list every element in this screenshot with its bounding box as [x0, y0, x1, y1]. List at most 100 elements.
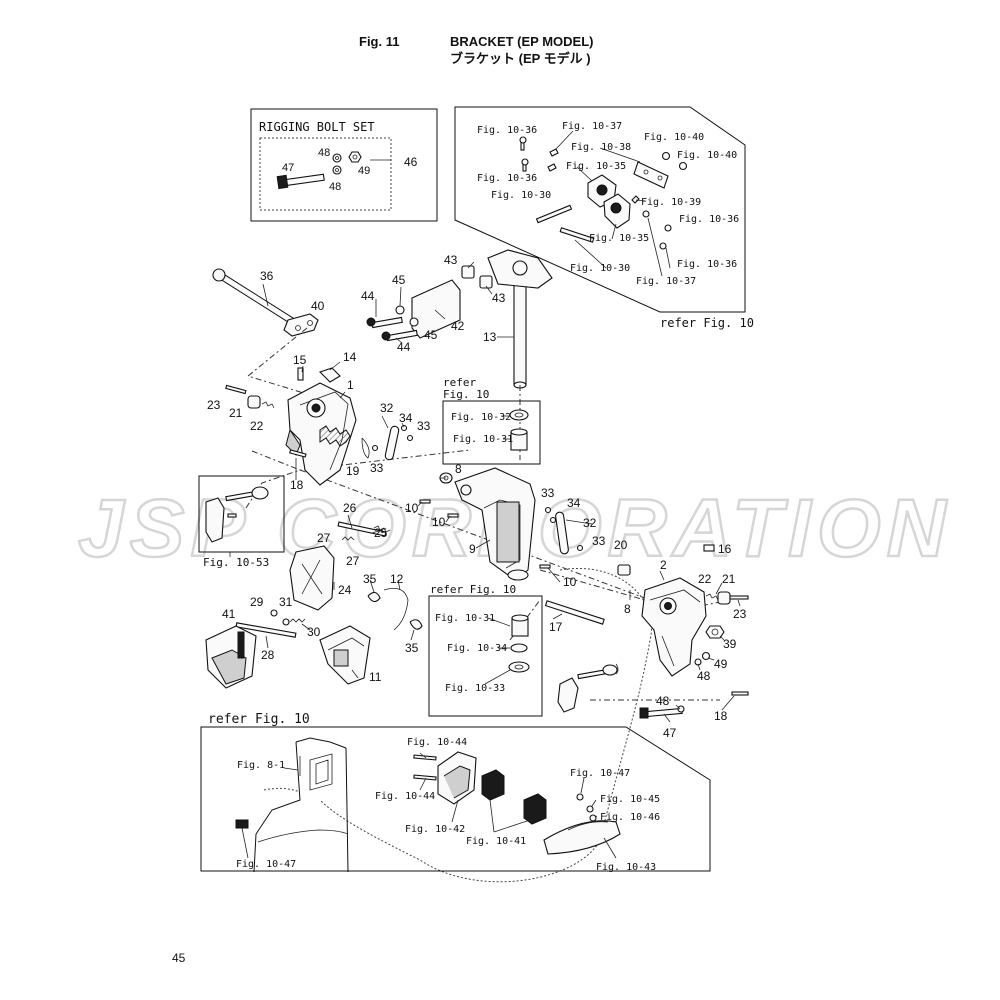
- ref-fig-10-53: Fig. 10-53: [203, 556, 269, 569]
- callout-11: 11: [369, 670, 382, 684]
- ref-fig-10-42: Fig. 10-42: [405, 824, 465, 835]
- bolt-47-right-shape: [639, 705, 685, 719]
- callout-40: 40: [311, 299, 325, 313]
- ref-fig-10-37-b: Fig. 10-37: [636, 276, 696, 287]
- callout-10-center-lower: 10: [563, 575, 577, 589]
- callout-35-lower: 35: [405, 641, 419, 655]
- callout-26: 26: [343, 501, 357, 515]
- spacer-20-shape: [617, 564, 631, 576]
- lower-mid-refer-label: refer Fig. 10: [430, 583, 516, 596]
- callout-13: 13: [483, 330, 497, 344]
- ref-fig-10-36-d: Fig. 10-36: [677, 259, 737, 270]
- callout-33-left-upper: 33: [417, 419, 431, 433]
- ref-fig-10-46: Fig. 10-46: [600, 812, 660, 823]
- callout-10-center-mid: 10: [432, 515, 446, 529]
- callout-33-center-upper: 33: [541, 486, 555, 500]
- pin-17-shape: [544, 600, 605, 625]
- callout-23-left: 23: [207, 398, 221, 412]
- reverse-lock-24-shape: [289, 545, 335, 611]
- bracket-42-shape: [411, 279, 461, 339]
- callout-18-left: 18: [290, 478, 304, 492]
- small-parts-15-14-23-21-22: [225, 367, 341, 458]
- bottom-reference-region: [200, 726, 711, 872]
- callout-44-upper: 44: [361, 289, 375, 303]
- callout-20: 20: [614, 538, 628, 552]
- ref-fig-10-34-lower: Fig. 10-34: [447, 643, 507, 654]
- ref-fig-10-44-upper: Fig. 10-44: [407, 737, 467, 748]
- ref-fig-10-35-b: Fig. 10-35: [589, 233, 649, 244]
- plate-40-shape: [283, 313, 319, 337]
- callout-16: 16: [718, 542, 732, 556]
- callout-48-rigging-bottom: 48: [329, 181, 341, 193]
- ref-fig-10-43: Fig. 10-43: [596, 862, 656, 873]
- callout-48-rigging-top: 48: [318, 147, 330, 159]
- tilt-lever-41-shape: [205, 625, 257, 689]
- rigging-bolt-set-label: RIGGING BOLT SET: [259, 120, 375, 134]
- mid-reference-box: [442, 400, 541, 465]
- washer-ref-10-33-shape: [508, 661, 530, 673]
- callout-21-right: 21: [722, 572, 736, 586]
- ref-fig-10-41: Fig. 10-41: [466, 836, 526, 847]
- callout-48-right-lower: 48: [656, 694, 670, 708]
- springs-35-12-shapes: [367, 587, 423, 631]
- ref-fig-10-45: Fig. 10-45: [600, 794, 660, 805]
- ref-fig-10-40-b: Fig. 10-40: [677, 150, 737, 161]
- callout-41: 41: [222, 607, 236, 621]
- callout-39: 39: [723, 637, 737, 651]
- callout-42: 42: [451, 319, 465, 333]
- top-right-leader-lines: [554, 130, 671, 277]
- callout-18-right: 18: [714, 709, 728, 723]
- ref-fig-10-36-b: Fig. 10-36: [477, 173, 537, 184]
- ref-fig-10-38: Fig. 10-38: [571, 142, 631, 153]
- washer-ref-10-32-shape: [509, 409, 529, 421]
- stern-bracket-1-shape: [285, 382, 357, 486]
- ref-fig-10-39: Fig. 10-39: [641, 197, 701, 208]
- rigging-bolt-47-shape: [276, 173, 325, 190]
- rigging-bolt-set-inner-dotted: [259, 137, 392, 211]
- callout-34-center: 34: [567, 496, 581, 510]
- callout-9: 9: [469, 542, 476, 556]
- figure-title-japanese: ブラケット (EP モデル ): [450, 51, 591, 66]
- fig-10-53-box: [198, 475, 285, 553]
- bottom-leader-lines: [241, 752, 617, 859]
- callout-30: 30: [307, 625, 321, 639]
- mid-refer-label-line2: Fig. 10: [443, 388, 489, 401]
- callout-48-right-upper: 48: [697, 669, 711, 683]
- ref-fig-10-32-mid: Fig. 10-32: [451, 412, 511, 423]
- mid-refer-label-line1: refer: [443, 376, 476, 389]
- callout-49-right: 49: [714, 657, 728, 671]
- right-small-parts-22-21-23-39-49-48: [694, 591, 749, 696]
- callout-8-center: 8: [455, 462, 462, 476]
- callout-27-upper: 27: [317, 531, 331, 545]
- callout-49-rigging: 49: [358, 165, 370, 177]
- callout-19: 19: [346, 464, 360, 478]
- stern-bracket-2-shape: [641, 577, 707, 677]
- rigging-bolt-set-box: [250, 108, 438, 222]
- swivel-bracket-9-shape: [454, 467, 536, 581]
- ref-fig-10-36-a: Fig. 10-36: [477, 125, 537, 136]
- callout-35-upper: 35: [363, 572, 377, 586]
- callout-33-center-lower: 33: [592, 534, 606, 548]
- ref-fig-10-31-lower: Fig. 10-31: [435, 613, 495, 624]
- pin-16-shape: [703, 544, 715, 552]
- callout-27-lower: 27: [346, 554, 360, 568]
- callout-45-lower: 45: [424, 328, 438, 342]
- ref-fig-10-47-left: Fig. 10-47: [236, 859, 296, 870]
- callout-34-left: 34: [399, 411, 413, 425]
- ref-10-53-parts-shape: [205, 486, 269, 543]
- swivel-shaft-13-shape: [487, 249, 553, 389]
- bush-43-shapes: [461, 265, 493, 289]
- callout-36: 36: [260, 269, 274, 283]
- callout-21-left: 21: [229, 406, 243, 420]
- callout-12: 12: [390, 572, 404, 586]
- plate-32-right-and-bolts: [544, 506, 584, 555]
- tilt-lock-11-shape: [319, 625, 371, 685]
- ref-fig-10-30-a: Fig. 10-30: [491, 190, 551, 201]
- plate-and-pin-right-lower-shape: [557, 663, 619, 713]
- ref-fig-10-44-lower: Fig. 10-44: [375, 791, 435, 802]
- nut-49-shape: [348, 151, 362, 163]
- callout-22-left: 22: [250, 419, 264, 433]
- page-number: 45: [172, 951, 186, 965]
